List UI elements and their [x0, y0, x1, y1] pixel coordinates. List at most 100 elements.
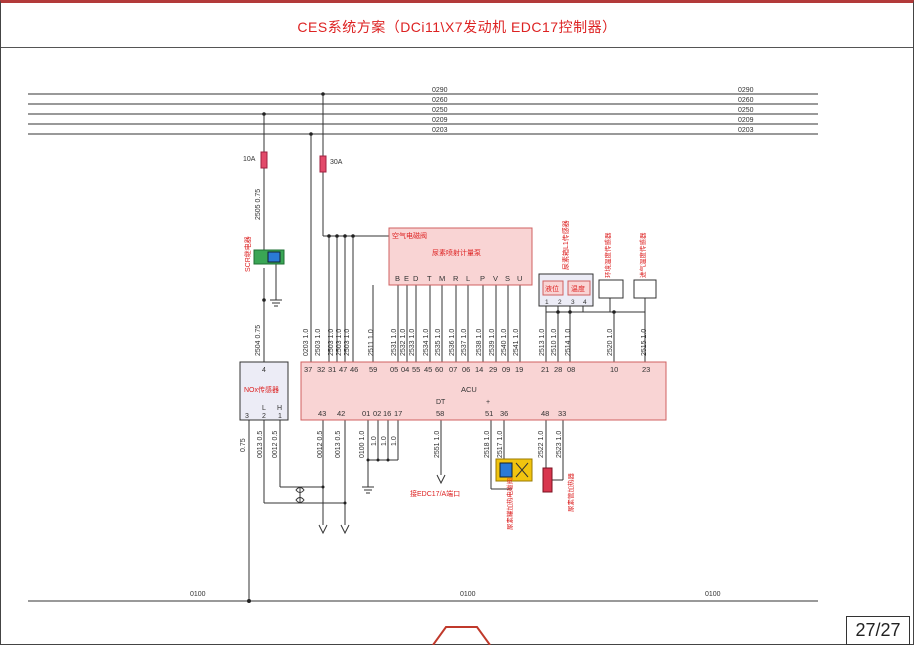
- level-pin-1: 1: [545, 299, 549, 306]
- bus-label-0260: 0260: [432, 97, 448, 104]
- pump-pin-t: T: [427, 274, 432, 283]
- acu-pin-04: 04: [401, 365, 409, 374]
- level-pin-3: 3: [571, 299, 575, 306]
- wire-2510: 2510 1.0: [551, 329, 558, 356]
- acu-pin-29: 29: [489, 365, 497, 374]
- title-bar: CES系统方案（DCi11\X7发动机 EDC17控制器）: [1, 3, 913, 48]
- wire-2538: 2538 1.0: [476, 329, 483, 356]
- wire-2503-c: 2503 1.0: [336, 329, 343, 356]
- level-pin-4: 4: [583, 299, 587, 306]
- env-temp-sensor-label: 环境温度传感器: [603, 232, 612, 278]
- wire-2503-b: 2503 1.0: [328, 329, 335, 356]
- arrow-down-icon: [318, 524, 328, 535]
- pump-pin-v: V: [493, 274, 498, 283]
- line-heater-icon: [542, 467, 553, 493]
- ground-label-left: 0100: [190, 591, 206, 598]
- acu-pin-45: 45: [424, 365, 432, 374]
- bus-label-0203: 0203: [432, 127, 448, 134]
- pump-pin-l: L: [466, 274, 470, 283]
- wire-2517: 2517 1.0: [497, 431, 504, 458]
- fuse-30a-label: 30A: [330, 159, 343, 166]
- pump-pin-u: U: [517, 274, 522, 283]
- bus-label-0209: 0209: [432, 117, 448, 124]
- acu-pin-05: 05: [390, 365, 398, 374]
- ground-label-right: 0100: [705, 591, 721, 598]
- arrow-down-icon: [436, 474, 446, 485]
- wire-2505: 2505 0.75: [255, 189, 262, 220]
- acu-label: ACU: [461, 385, 477, 394]
- ground-label-mid: 0100: [460, 591, 476, 598]
- nox-letter-l: L: [262, 405, 266, 412]
- intake-temp-sensor-label: 进气温度传感器: [638, 232, 647, 278]
- fuse-10a-icon: [260, 151, 268, 169]
- acu-pin-21: 21: [541, 365, 549, 374]
- acu-dt-label: DT: [436, 399, 446, 406]
- wire-0013-b: 0013 0.5: [335, 431, 342, 458]
- page-number: 27/27: [846, 616, 910, 645]
- level-box-label: 液位: [545, 284, 559, 293]
- arrow-down-icon: [340, 524, 350, 535]
- wire-0013-a: 0013 0.5: [257, 431, 264, 458]
- wire-2537: 2537 1.0: [461, 329, 468, 356]
- nox-pin-2: 2: [262, 413, 266, 420]
- wire-1-0-a: 1.0: [371, 436, 378, 446]
- acu-pin-09: 09: [502, 365, 510, 374]
- twisted-pair-icon: [295, 487, 305, 503]
- page-title: CES系统方案（DCi11\X7发动机 EDC17控制器）: [297, 19, 617, 35]
- acu-pin-10: 10: [610, 365, 618, 374]
- wire-0100: 0100 1.0: [359, 431, 366, 458]
- edc-port-label: 接EDC17/A端口: [410, 489, 460, 498]
- bus-label-0209-right: 0209: [738, 117, 754, 124]
- pump-pin-d: D: [413, 274, 419, 283]
- wire-2523: 2523 1.0: [556, 431, 563, 458]
- bus-label-0290-right: 0290: [738, 87, 754, 94]
- acu-pin-37: 37: [304, 365, 312, 374]
- acu-pin-17: 17: [394, 409, 402, 418]
- line-heater-label: 尿素管加热器: [566, 473, 575, 513]
- pump-pin-p: P: [480, 274, 485, 283]
- nox-letter-h: H: [277, 405, 282, 412]
- acu-pin-28: 28: [554, 365, 562, 374]
- acu-pin-47: 47: [339, 365, 347, 374]
- wire-2535: 2535 1.0: [435, 329, 442, 356]
- acu-pin-08: 08: [567, 365, 575, 374]
- bus-label-0260-right: 0260: [738, 97, 754, 104]
- wire-0012-a: 0012 0.5: [272, 431, 279, 458]
- wire-0012-b: 0012 0.5: [317, 431, 324, 458]
- wire-2551: 2551 1.0: [434, 431, 441, 458]
- wire-2504: 2504 0.75: [255, 325, 262, 356]
- wire-2514: 2514 1.0: [565, 329, 572, 356]
- acu-pin-60: 60: [435, 365, 443, 374]
- wire-2531: 2531 1.0: [391, 329, 398, 356]
- wire-2513: 2513 1.0: [539, 329, 546, 356]
- acu-pin-43: 43: [318, 409, 326, 418]
- wire-075: 0.75: [240, 438, 247, 452]
- nox-sensor-label: NOx传感器: [244, 385, 279, 394]
- wire-1-0-c: 1.0: [391, 436, 398, 446]
- wire-1-0-b: 1.0: [381, 436, 388, 446]
- wire-2511: 2511 1.0: [368, 329, 375, 356]
- acu-pin-32: 32: [317, 365, 325, 374]
- wire-2532: 2532 1.0: [400, 329, 407, 356]
- acu-pin-36: 36: [500, 409, 508, 418]
- acu-pin-55: 55: [412, 365, 420, 374]
- heater-valve-label: 尿素罐加热电磁阀: [505, 478, 514, 530]
- acu-pin-19: 19: [515, 365, 523, 374]
- acu-pin-07: 07: [449, 365, 457, 374]
- pump-pin-e: E: [404, 274, 409, 283]
- nox-sensor-box: [239, 361, 289, 421]
- temp-box-label: 温度: [571, 284, 585, 293]
- env-temp-sensor-box: [598, 279, 624, 299]
- wire-2541: 2541 1.0: [513, 329, 520, 356]
- acu-pin-59: 59: [369, 365, 377, 374]
- bus-label-0250: 0250: [432, 107, 448, 114]
- acu-pin-48: 48: [541, 409, 549, 418]
- fuse-10a-label: 10A: [243, 156, 256, 163]
- wire-2539: 2539 1.0: [489, 329, 496, 356]
- urea-pump-label: 尿素喷射计量泵: [432, 248, 481, 257]
- wire-2515: 2515 1.0: [641, 329, 648, 356]
- air-valve-label: 空气电磁阀: [392, 231, 427, 240]
- acu-pin-02: 02: [373, 409, 381, 418]
- nox-pin-4: 4: [262, 367, 266, 374]
